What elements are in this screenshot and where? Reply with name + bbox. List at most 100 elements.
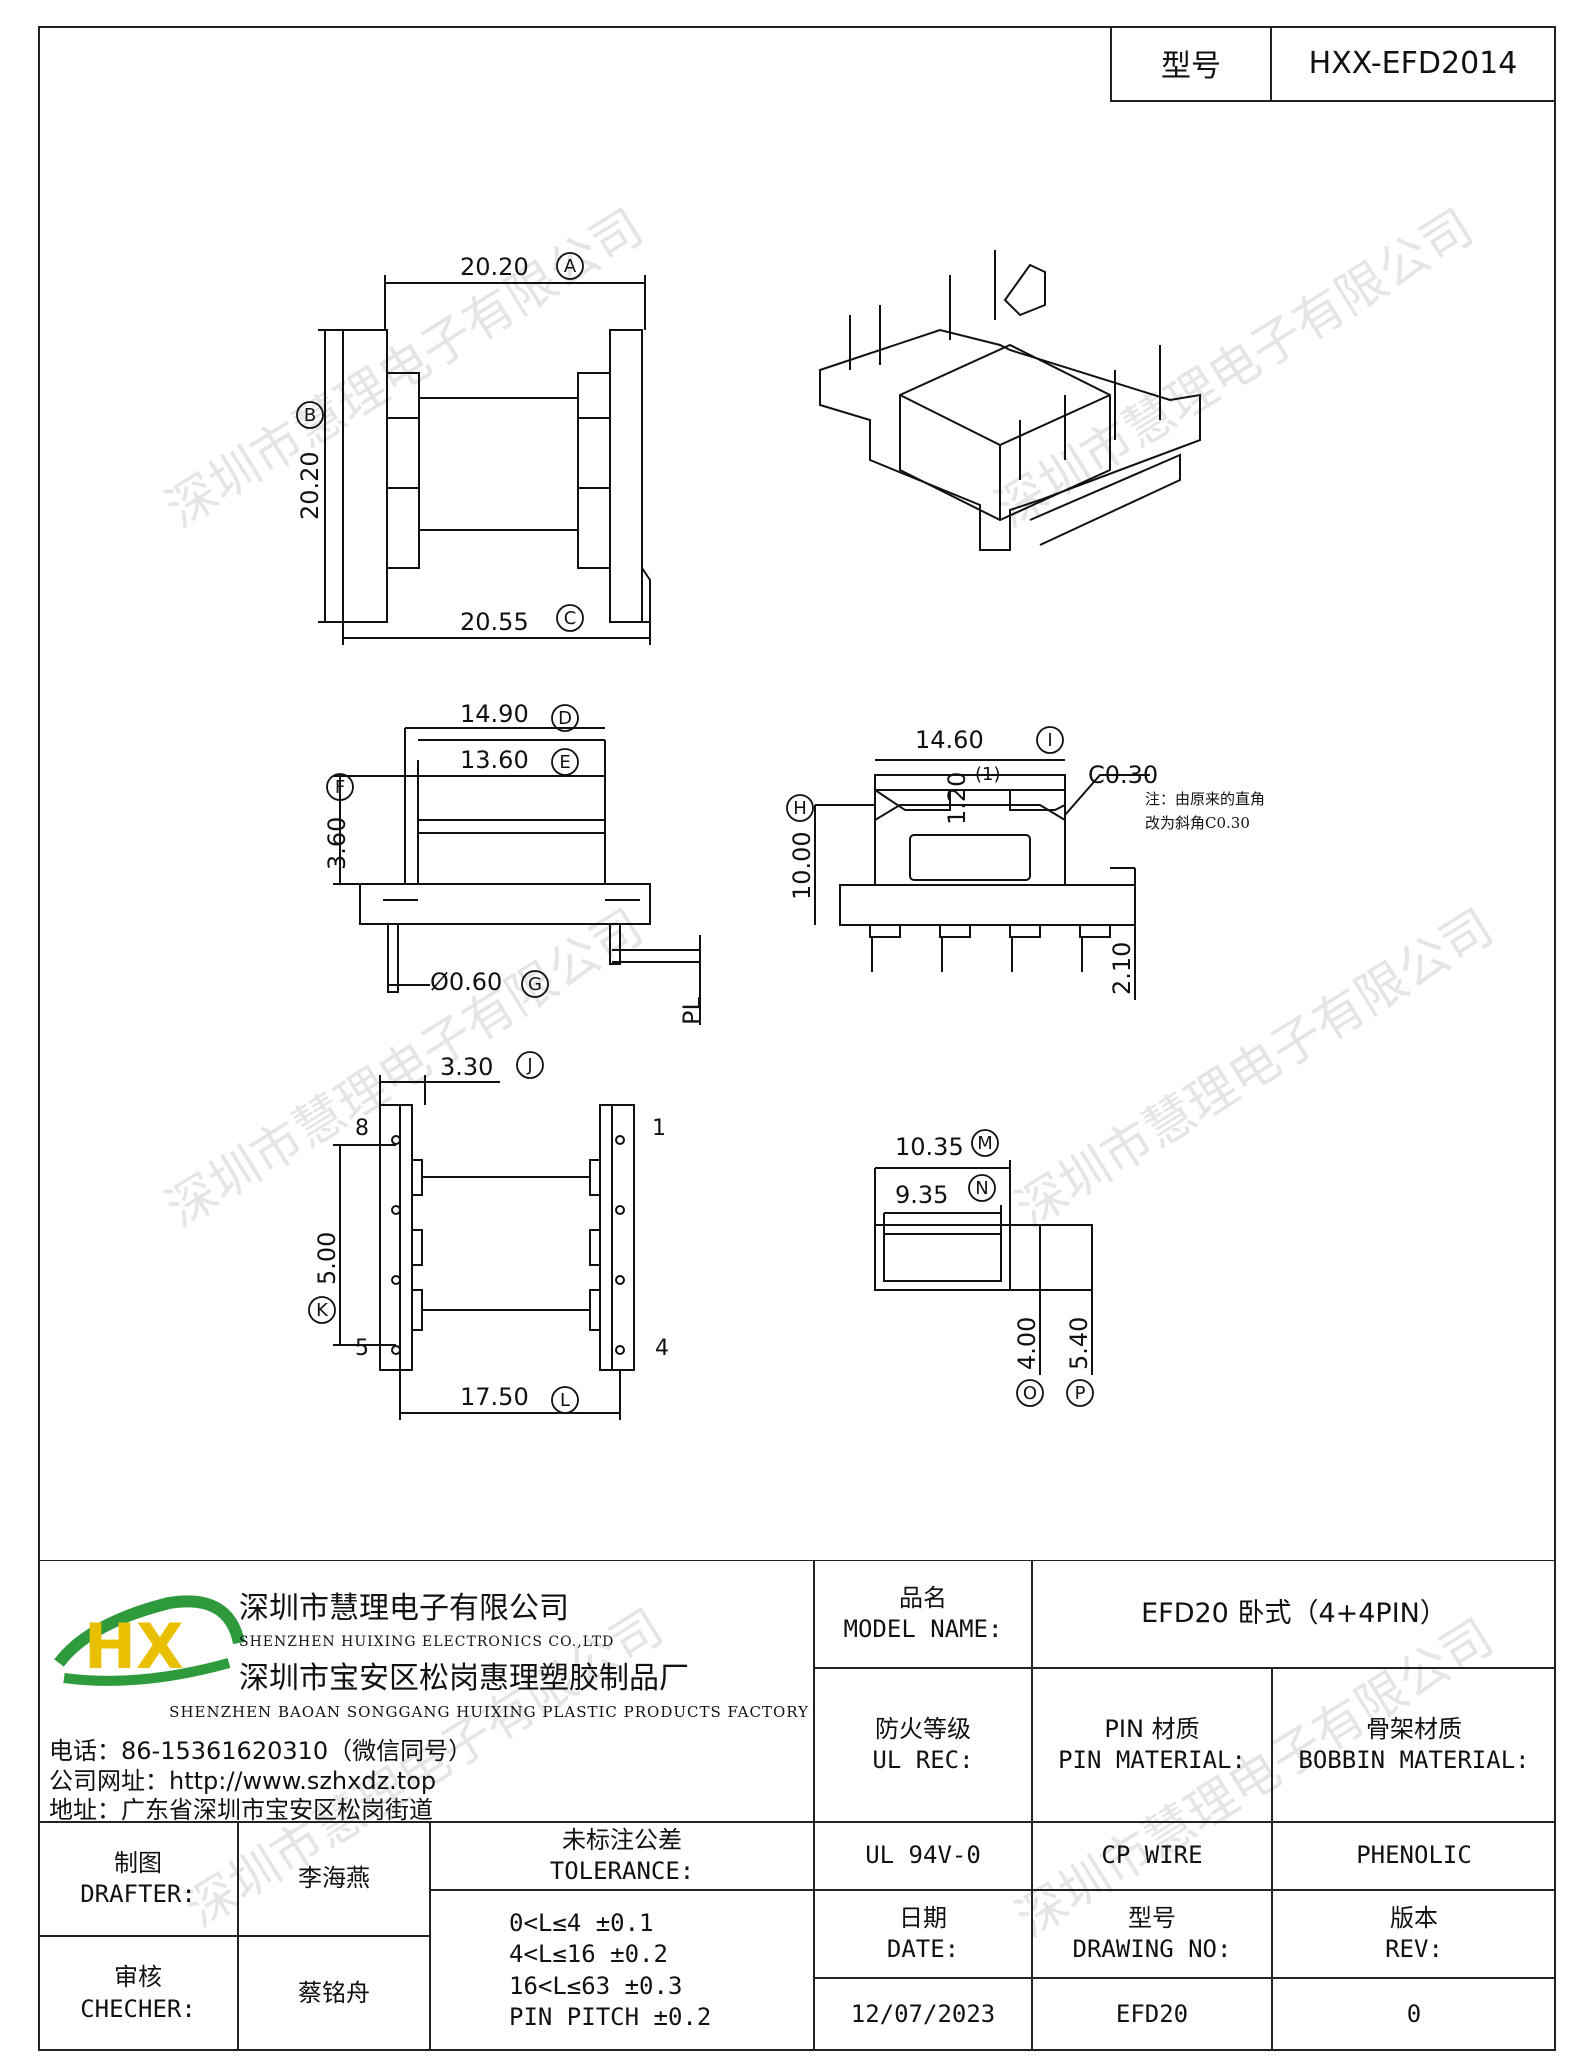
svg-text:D: D — [558, 708, 572, 729]
rev-label-en: REV: — [1385, 1935, 1443, 1963]
dim-pin-length: 2.10 — [1108, 942, 1136, 995]
date-label: 日期 DATE: — [814, 1890, 1032, 1978]
top-view — [318, 275, 651, 645]
dim-G-value: Ø0.60 — [430, 968, 502, 996]
model-header: 型号 HXX-EFD2014 — [1110, 26, 1556, 102]
dim-E-value: 13.60 — [460, 746, 529, 774]
pin-material-label-en: PIN MATERIAL: — [1058, 1746, 1246, 1774]
pin-material-label-cn: PIN 材质 — [1104, 1714, 1200, 1743]
drafter-label-cn: 制图 — [114, 1848, 162, 1877]
dimension-letter-M: M — [971, 1129, 999, 1157]
dim-K-value: 5.00 — [313, 1232, 341, 1285]
dim-J-value: 3.30 — [440, 1053, 493, 1081]
tolerance-row: 0<L≤4 ±0.1 — [509, 1909, 654, 1938]
bobbin-material-value: PHENOLIC — [1272, 1822, 1556, 1890]
logo-text: HX — [84, 1610, 184, 1683]
dim-small-height: 1.20 — [943, 772, 971, 825]
bobbin-material-label-en: BOBBIN MATERIAL: — [1298, 1746, 1530, 1774]
dim-N-value: 9.35 — [895, 1181, 948, 1209]
dimension-letter-K: K — [308, 1296, 336, 1324]
checker-label-en: CHECHER: — [80, 1994, 196, 2023]
dimension-letter-J: J — [516, 1051, 544, 1079]
dim-A-value: 20.20 — [460, 253, 529, 281]
svg-text:H: H — [793, 798, 807, 819]
drafter-name: 李海燕 — [238, 1822, 430, 1936]
ul-rec-label-cn: 防火等级 — [875, 1714, 971, 1743]
svg-text:N: N — [975, 1178, 988, 1199]
dimension-letter-H: H — [786, 794, 814, 822]
tolerance-row: 16<L≤63 ±0.3 — [509, 1971, 683, 2000]
dimension-letter-O: O — [1016, 1379, 1044, 1407]
tolerance-label-en: TOLERANCE: — [549, 1857, 695, 1885]
drafter-label-en: DRAFTER: — [80, 1880, 196, 1908]
checker-label-cn: 审核 — [114, 1963, 162, 1992]
company-name-cn: 深圳市慧理电子有限公司 — [239, 1591, 569, 1626]
dimension-letter-I: I — [1036, 726, 1064, 754]
drawing-no-label-en: DRAWING NO: — [1072, 1935, 1232, 1963]
svg-text:J: J — [526, 1055, 532, 1076]
company-name-en: SHENZHEN HUIXING ELECTRONICS CO.,LTD — [239, 1634, 615, 1650]
front-view — [814, 759, 1150, 1000]
tolerance-label-cn: 未标注公差 — [562, 1825, 682, 1854]
title-block: HX 深圳市慧理电子有限公司 SHENZHEN HUIXING ELECTRON… — [38, 1560, 1556, 2051]
dimension-letter-A: A — [556, 252, 584, 280]
factory-name-cn: 深圳市宝安区松岗惠理塑胶制品厂 — [239, 1661, 689, 1696]
dim-F-value: 3.60 — [323, 817, 351, 870]
dimension-letter-B: B — [296, 401, 324, 429]
drawing-no-label: 型号 DRAWING NO: — [1032, 1890, 1272, 1978]
rev-label-cn: 版本 — [1390, 1903, 1438, 1932]
dimension-letter-E: E — [551, 748, 579, 776]
dimension-letter-N: N — [968, 1174, 996, 1202]
dim-L-value: 17.50 — [460, 1383, 529, 1411]
drawing-no-label-cn: 型号 — [1128, 1903, 1176, 1932]
dim-D-value: 14.90 — [460, 700, 529, 728]
svg-text:C: C — [564, 608, 577, 629]
ul-rec-label-en: UL REC: — [872, 1746, 974, 1774]
company-info: HX 深圳市慧理电子有限公司 SHENZHEN HUIXING ELECTRON… — [38, 1560, 814, 1824]
svg-text:E: E — [559, 752, 570, 773]
dim-P-value: 5.40 — [1065, 1317, 1093, 1370]
date-label-cn: 日期 — [899, 1903, 947, 1932]
bottom-view — [333, 1075, 635, 1420]
company-logo: HX — [54, 1595, 245, 1686]
dimension-letter-L: L — [551, 1386, 579, 1414]
dimension-letter-P: P — [1066, 1379, 1094, 1407]
pin-number-5: 5 — [355, 1336, 369, 1361]
dim-M-value: 10.35 — [895, 1133, 964, 1161]
checker-label: 审核 CHECHER: — [38, 1936, 238, 2051]
tolerance-label: 未标注公差 TOLERANCE: — [430, 1822, 814, 1890]
svg-text:L: L — [560, 1390, 570, 1411]
section-view — [874, 1160, 1093, 1375]
model-name-label-cn: 品名 — [899, 1583, 947, 1612]
tolerance-row: PIN PITCH ±0.2 — [509, 2002, 712, 2031]
pin-material-value: CP WIRE — [1032, 1822, 1272, 1890]
ul-rec-label: 防火等级 UL REC: — [814, 1668, 1032, 1822]
model-name-value: EFD20 卧式（4+4PIN） — [1032, 1560, 1556, 1668]
drafter-label: 制图 DRAFTER: — [38, 1822, 238, 1936]
bobbin-material-label: 骨架材质 BOBBIN MATERIAL: — [1272, 1668, 1556, 1822]
svg-text:O: O — [1023, 1383, 1037, 1404]
company-website: 公司网址：http://www.szhxdz.top — [49, 1767, 437, 1795]
tolerance-table: 0<L≤4 ±0.1 4<L≤16 ±0.2 16<L≤63 ±0.3 PIN … — [430, 1890, 814, 2051]
note-ref: (1) — [975, 764, 1001, 785]
chamfer-note-line1: 注：由原来的直角 — [1145, 790, 1266, 808]
model-name-label-en: MODEL NAME: — [843, 1615, 1003, 1643]
svg-text:P: P — [1075, 1383, 1086, 1404]
company-phone: 电话：86-15361620310（微信同号） — [49, 1737, 473, 1765]
svg-text:K: K — [316, 1300, 329, 1321]
svg-text:B: B — [304, 405, 316, 426]
date-label-en: DATE: — [886, 1935, 960, 1963]
model-value: HXX-EFD2014 — [1308, 45, 1518, 81]
dimension-letter-F: F — [326, 773, 354, 801]
dim-pl: PL — [678, 997, 706, 1025]
dim-C-value: 20.55 — [460, 608, 529, 636]
tolerance-row: 4<L≤16 ±0.2 — [509, 1940, 668, 1969]
pin-number-4: 4 — [655, 1336, 669, 1361]
svg-text:I: I — [1047, 730, 1052, 751]
dim-B-value: 20.20 — [296, 451, 324, 520]
pin-material-label: PIN 材质 PIN MATERIAL: — [1032, 1668, 1272, 1822]
company-address: 地址：广东省深圳市宝安区松岗街道 — [49, 1796, 433, 1824]
dimension-letter-C: C — [556, 604, 584, 632]
pin-number-8: 8 — [355, 1116, 369, 1141]
